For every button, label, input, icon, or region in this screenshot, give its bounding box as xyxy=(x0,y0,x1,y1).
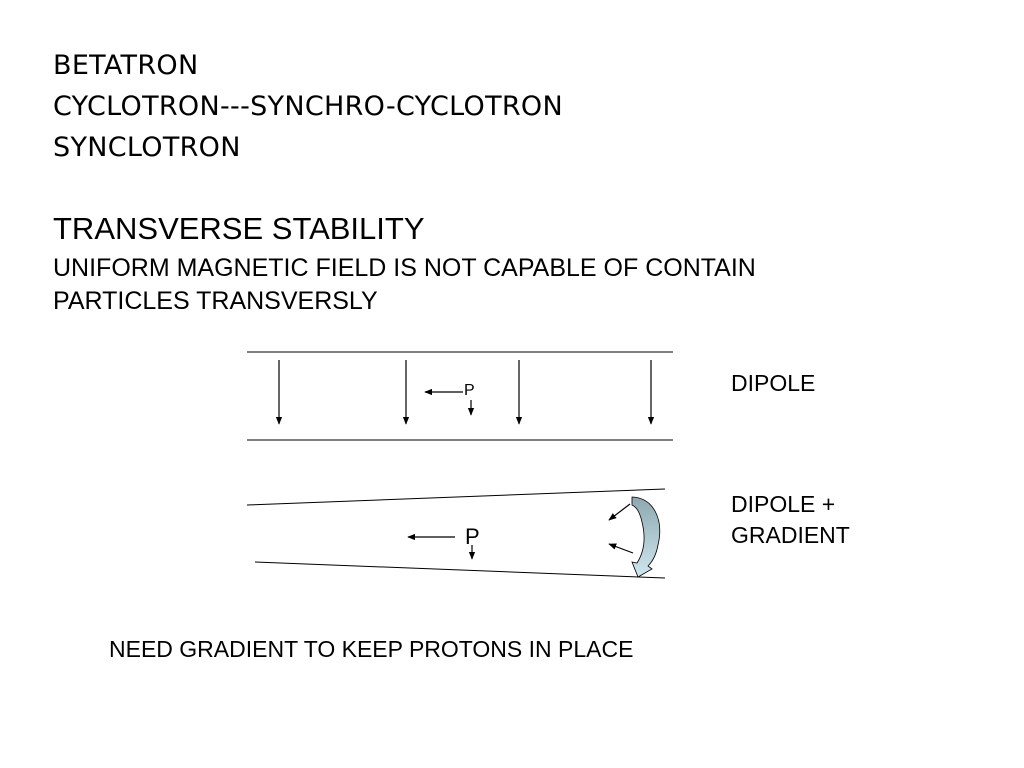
restoring-force-arrow xyxy=(608,503,631,521)
title-line-betatron: BETATRON xyxy=(53,50,199,81)
gradient-top-boundary xyxy=(246,488,666,506)
dipole-label: DIPOLE xyxy=(731,370,816,396)
curved-rotation-arrow-icon xyxy=(631,496,661,578)
gradient-bottom-boundary xyxy=(254,561,666,579)
restoring-force-arrow xyxy=(608,543,634,554)
title-line-synclotron: SYNCLOTRON xyxy=(53,132,241,163)
gradient-particle-label: P xyxy=(465,524,480,549)
body-line-2: PARTICLES TRANSVERSLY xyxy=(53,287,378,315)
subheading-transverse-stability: TRANSVERSE STABILITY xyxy=(53,211,425,246)
title-line-cyclotron: CYCLOTRON---SYNCHRO-CYCLOTRON xyxy=(53,91,563,122)
dipole-diagram xyxy=(247,351,673,441)
gradient-label-line-2: GRADIENT xyxy=(731,522,850,548)
footer-note: NEED GRADIENT TO KEEP PROTONS IN PLACE xyxy=(109,636,634,662)
dipole-particle-label: P xyxy=(464,382,475,399)
gradient-diagram xyxy=(246,488,666,579)
body-line-1: UNIFORM MAGNETIC FIELD IS NOT CAPABLE OF… xyxy=(53,254,756,282)
gradient-label-line-1: DIPOLE + xyxy=(731,491,836,517)
